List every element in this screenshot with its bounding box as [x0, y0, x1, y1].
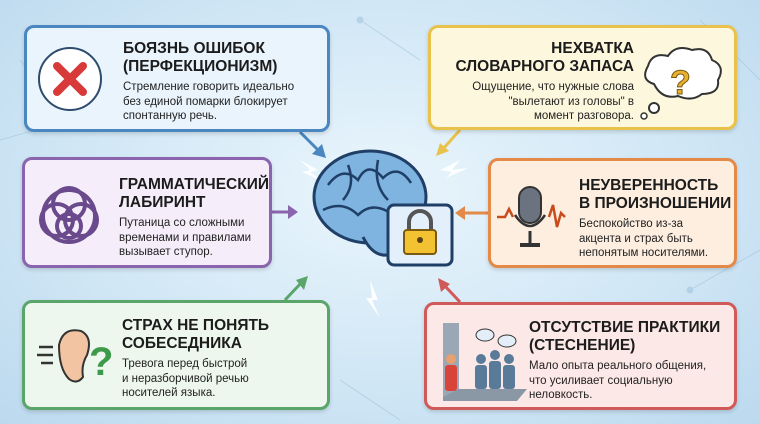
card-text: Путаница со сложными — [119, 217, 245, 229]
svg-text:?: ? — [670, 64, 691, 102]
card-text: непонятым носителями. — [579, 247, 709, 259]
card-title: ЛАБИРИНТ — [119, 194, 206, 211]
card-text: момент разговора. — [533, 110, 634, 122]
card-title: НЕУВЕРЕННОСТЬ — [579, 177, 719, 194]
card-text: носителей языка. — [122, 387, 216, 399]
card-text: акцента и страх быть — [579, 232, 693, 245]
tangle-icon — [33, 180, 105, 257]
red-x-icon — [37, 46, 103, 117]
card-title: СТРАХ НЕ ПОНЯТЬ — [122, 317, 270, 334]
card-title: СЛОВАРНОГО ЗАПАСА — [455, 58, 634, 75]
card-title: БОЯЗНЬ ОШИБОК — [123, 40, 265, 57]
card-text: "вылетают из головы" в — [508, 95, 634, 108]
card-text: Ощущение, что нужные слова — [472, 81, 634, 93]
card-title: В ПРОИЗНОШЕНИИ — [579, 195, 732, 212]
thought-cloud-question-icon: ? — [636, 42, 726, 127]
card-title: СОБЕСЕДНИКА — [122, 335, 242, 352]
card-text: временами и правилами — [119, 231, 252, 244]
card-text: Мало опыта реального общения, — [529, 360, 707, 372]
card-practice: ОТСУТСТВИЕ ПРАКТИКИ(СТЕСНЕНИЕ) Мало опыт… — [424, 302, 737, 410]
card-text: что усиливает социальную — [529, 374, 673, 387]
lonely-person-group-icon — [437, 315, 533, 410]
card-title: (ПЕРФЕКЦИОНИЗМ) — [123, 58, 278, 75]
card-perfectionism: БОЯЗНЬ ОШИБОК(ПЕРФЕКЦИОНИЗМ) Стремление … — [24, 25, 330, 132]
card-text: Беспокойство из-за — [579, 218, 684, 230]
card-text: и неразборчивой речью — [122, 372, 249, 385]
card-text: спонтанную речь. — [123, 110, 218, 122]
card-title: НЕХВАТКА — [551, 40, 634, 57]
card-title: ОТСУТСТВИЕ ПРАКТИКИ — [529, 319, 721, 336]
card-text: вызывает ступор. — [119, 246, 213, 258]
card-text: без единой помарки блокирует — [123, 95, 288, 108]
svg-text:?: ? — [89, 340, 113, 384]
microphone-wave-icon — [495, 181, 567, 258]
card-title: (СТЕСНЕНИЕ) — [529, 337, 636, 354]
brain-lock-icon — [308, 135, 458, 280]
card-text: неловкость. — [529, 389, 593, 401]
card-text: Стремление говорить идеально — [123, 81, 295, 93]
ear-question-icon: ? — [35, 325, 115, 390]
card-text: Тревога перед быстрой — [122, 358, 248, 370]
card-title: ГРАММАТИЧЕСКИЙ — [119, 176, 269, 193]
